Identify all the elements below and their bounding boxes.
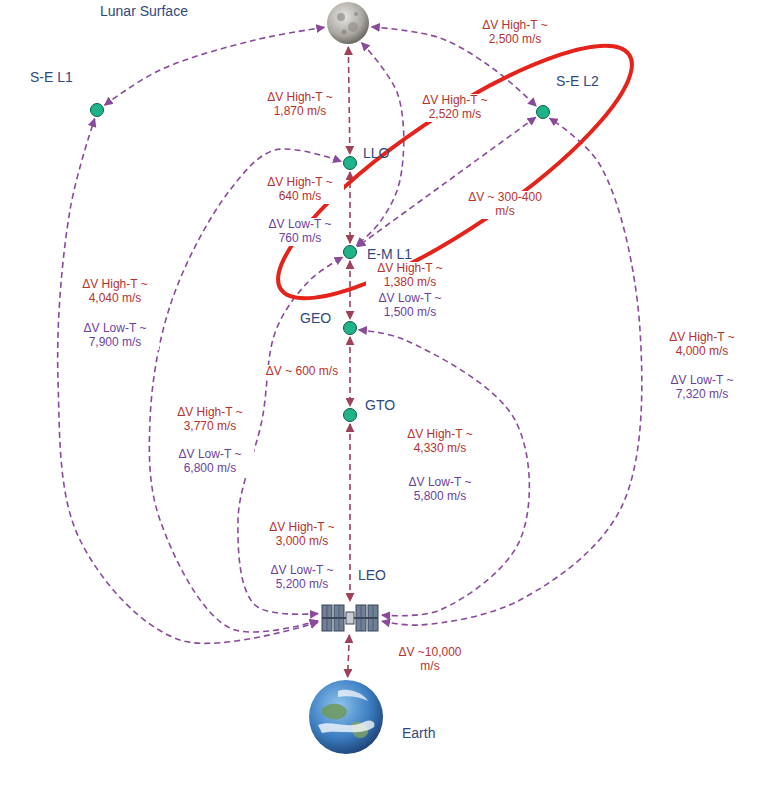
delta-v-label: ΔV ~10,000 m/s xyxy=(386,646,474,674)
node-name: GTO xyxy=(365,398,395,413)
node-name: LEO xyxy=(358,568,386,583)
low-thrust-label: ΔV Low-T ~ 1,500 m/s xyxy=(366,292,454,320)
low-thrust-label: ΔV Low-T ~ 7,320 m/s xyxy=(658,374,746,402)
delta-v-label: ΔV High-T ~ 2,520 m/s xyxy=(411,94,499,122)
delta-v-label: ΔV High-T ~ 1,380 m/s xyxy=(366,262,454,290)
delta-v-label: ΔV High-T ~ 4,040 m/s xyxy=(71,278,159,306)
point-marker xyxy=(343,245,357,259)
low-thrust-label: ΔV Low-T ~ 7,900 m/s xyxy=(71,322,159,350)
delta-v-label: ΔV High-T ~ 3,000 m/s xyxy=(258,521,346,549)
point-marker xyxy=(343,408,357,422)
lagrange-point: S-E L2 xyxy=(536,105,550,119)
point-marker xyxy=(536,105,550,119)
low-thrust-label: ΔV Low-T ~ 5,200 m/s xyxy=(258,564,346,592)
earth-globe: Earth xyxy=(308,679,384,755)
space-station-icon: LEO xyxy=(320,603,380,633)
lagrange-point: E-M L1 xyxy=(343,245,357,259)
space-station-icon xyxy=(320,603,380,633)
point-marker xyxy=(343,156,357,170)
node-name: LLO xyxy=(363,146,389,161)
highlight-oval xyxy=(250,8,661,336)
low-thrust-label: ΔV Low-T ~ 5,800 m/s xyxy=(396,476,484,504)
delta-v-label: ΔV High-T ~ 3,770 m/s xyxy=(166,406,254,434)
transfer-path xyxy=(238,257,343,614)
delta-v-label: ΔV High-T ~ 640 m/s xyxy=(256,176,344,204)
transfer-path xyxy=(382,118,642,625)
orbit-point: GTO xyxy=(343,408,357,422)
transfer-path xyxy=(357,117,535,246)
node-name: E-M L1 xyxy=(367,247,412,262)
point-marker xyxy=(90,103,104,117)
moon-body xyxy=(326,1,370,45)
node-name: S-E L1 xyxy=(30,70,73,85)
transfer-path xyxy=(349,337,351,406)
earth-globe xyxy=(308,679,384,755)
orbit-point: GEO xyxy=(343,321,357,335)
transfer-path xyxy=(348,635,350,677)
delta-v-label: ΔV High-T ~ 4,330 m/s xyxy=(396,428,484,456)
node-name: Lunar Surface xyxy=(100,4,188,19)
node-name: Earth xyxy=(402,726,435,741)
orbit-point: LLO xyxy=(343,156,357,170)
transfer-path xyxy=(349,424,351,601)
delta-v-label: ΔV High-T ~ 2,500 m/s xyxy=(471,19,559,47)
delta-v-label: ΔV ~ 600 m/s xyxy=(264,365,340,379)
low-thrust-label: ΔV Low-T ~ 760 m/s xyxy=(256,218,344,246)
lagrange-point: S-E L1 xyxy=(90,103,104,117)
transfer-path xyxy=(348,47,350,154)
low-thrust-label: ΔV Low-T ~ 6,800 m/s xyxy=(166,448,254,476)
point-marker xyxy=(343,321,357,335)
node-name: S-E L2 xyxy=(556,74,599,89)
node-name: GEO xyxy=(300,311,331,326)
delta-v-label: ΔV High-T ~ 4,000 m/s xyxy=(658,331,746,359)
delta-v-label: ΔV High-T ~ 1,870 m/s xyxy=(256,91,344,119)
delta-v-label: ΔV ~ 300-400 m/s xyxy=(461,191,549,219)
transfer-path xyxy=(359,330,530,616)
moon-body: Lunar Surface xyxy=(326,1,370,45)
